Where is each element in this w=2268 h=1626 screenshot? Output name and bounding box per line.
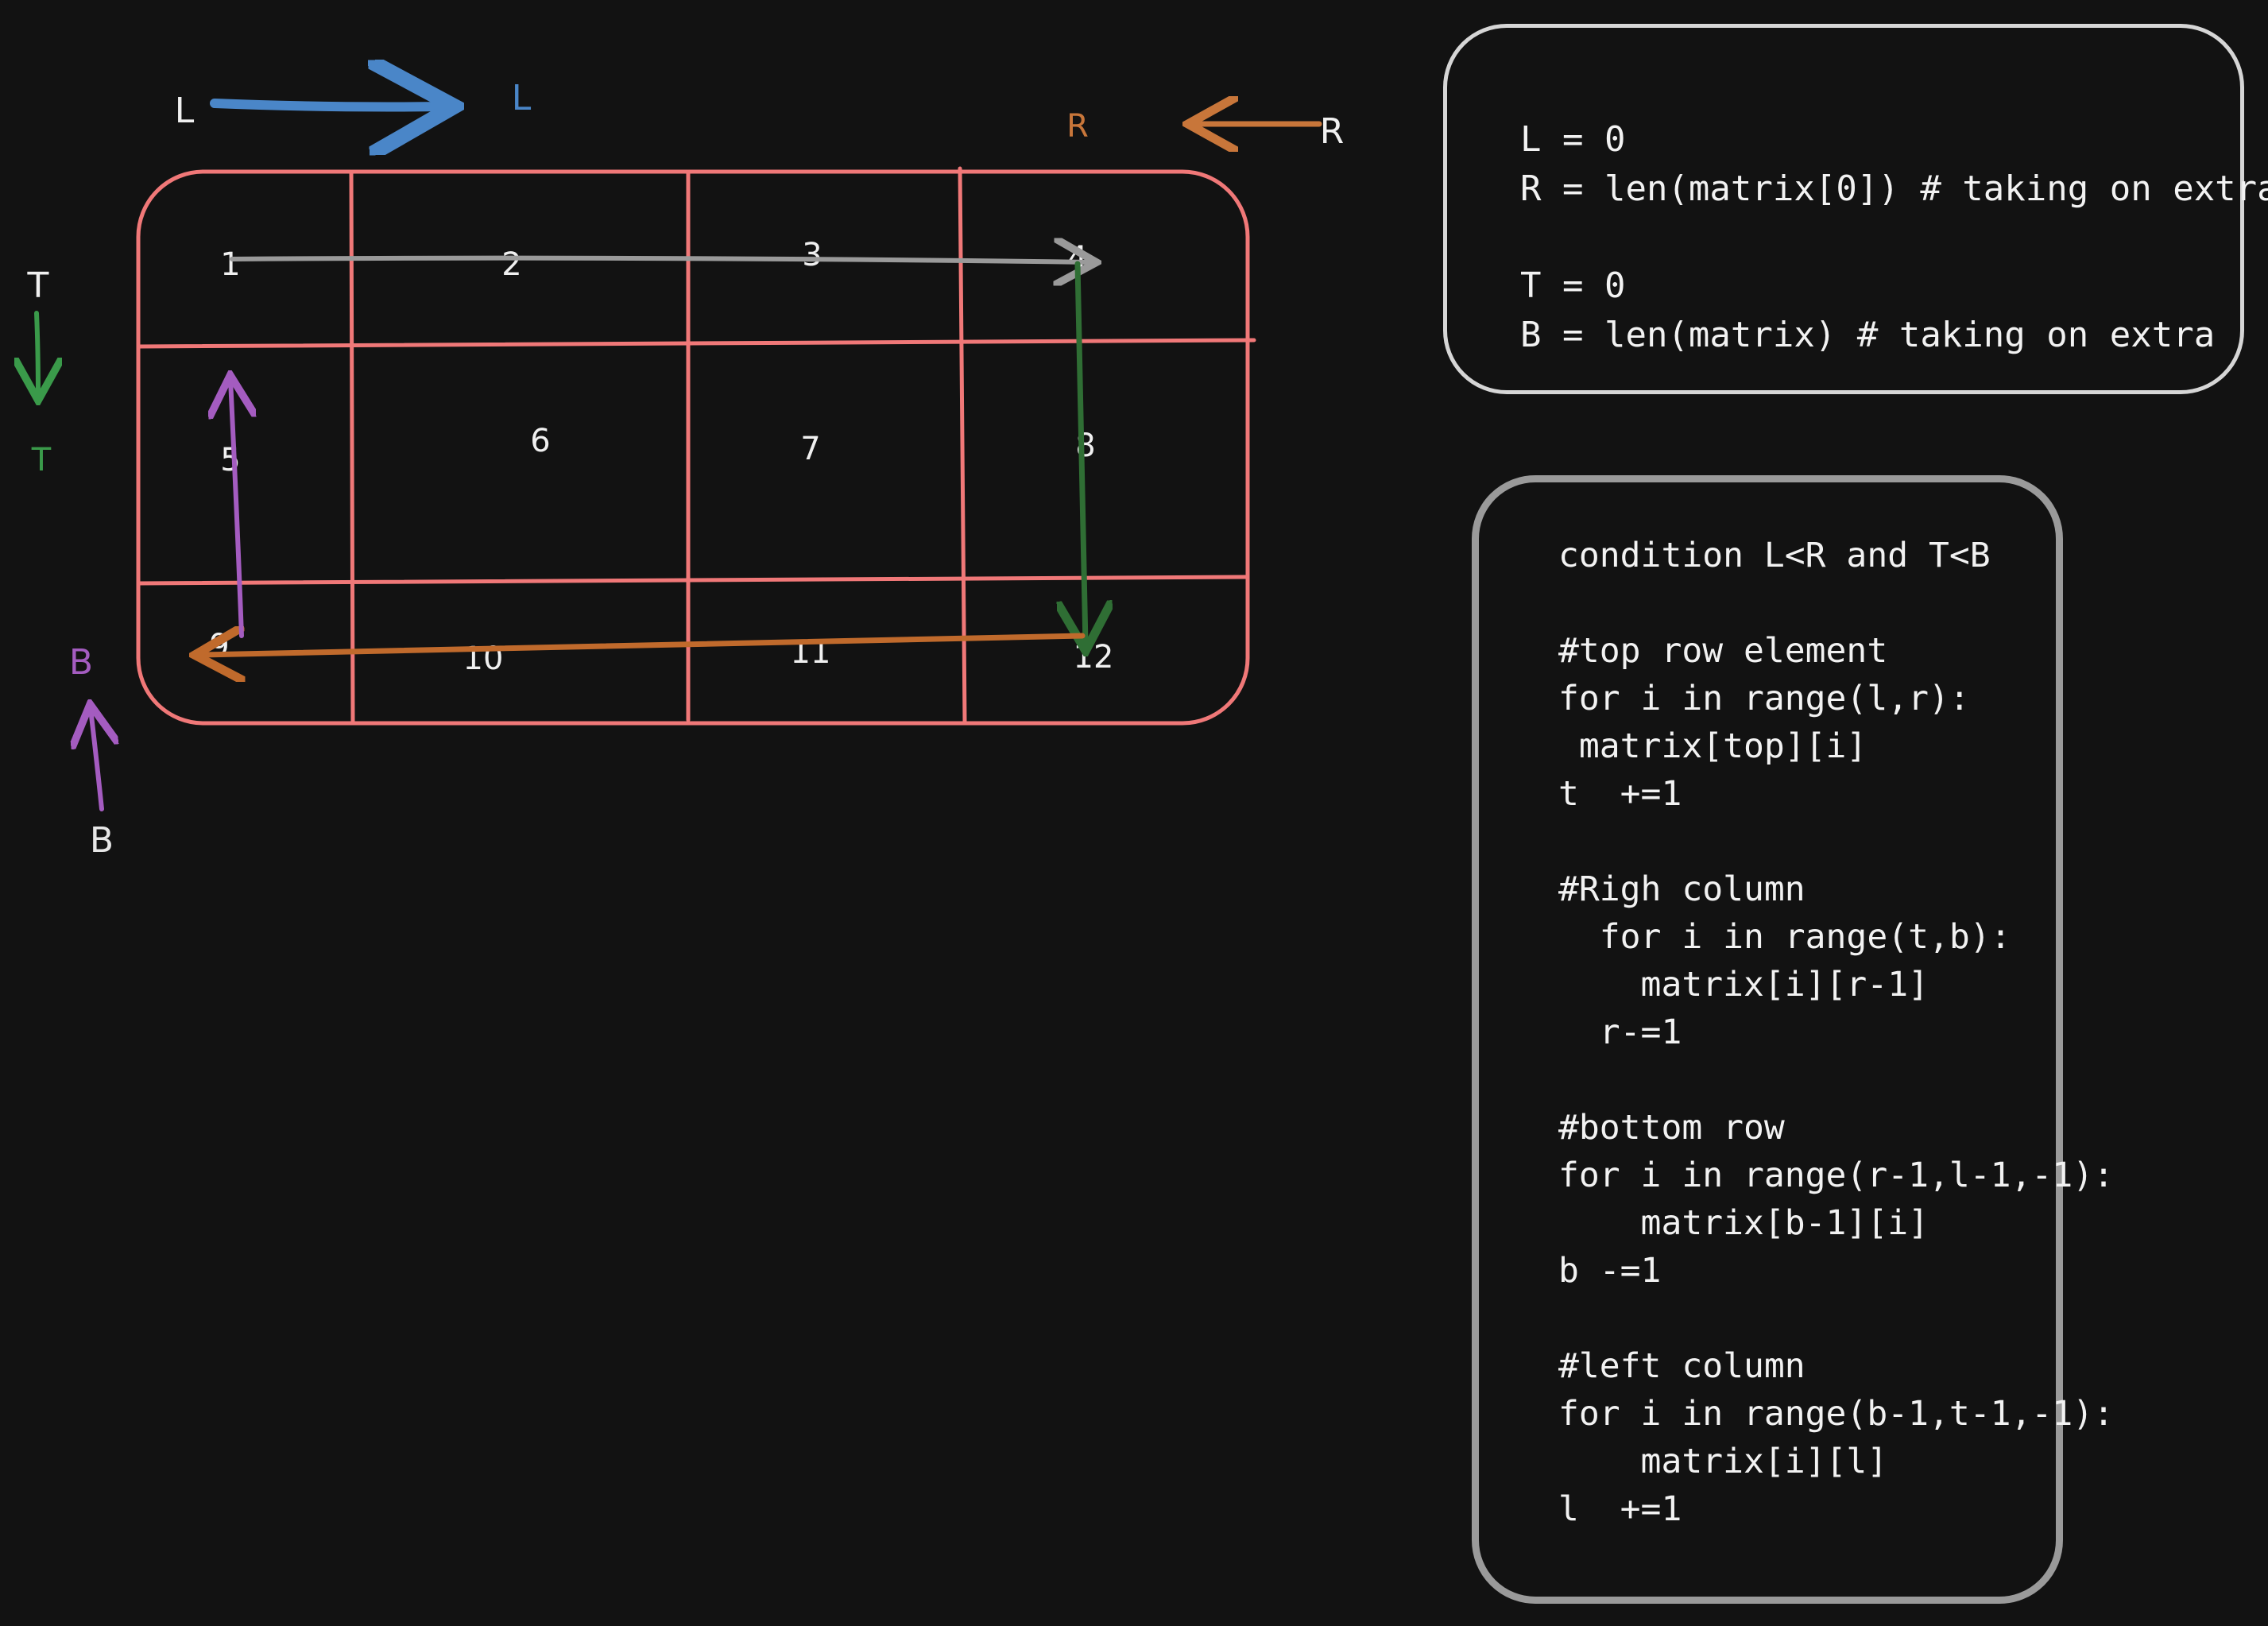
algorithm-note-line: #top row element xyxy=(1558,631,1888,671)
left-pointer: L L xyxy=(175,78,532,131)
algorithm-note-line: #Righ column xyxy=(1558,869,1805,909)
matrix-grid xyxy=(136,166,1256,726)
bottom-row-arrow xyxy=(200,636,1086,655)
grid-line-vertical-1 xyxy=(349,169,355,724)
top-pointer: T T xyxy=(27,265,52,478)
top-row-arrow xyxy=(230,258,1092,262)
algorithm-note-line: b -=1 xyxy=(1558,1251,1662,1291)
left-pointer-start-label: L xyxy=(175,91,195,131)
variables-note-line: B = len(matrix) # taking on extra xyxy=(1520,315,2216,355)
grid-line-horizontal-1 xyxy=(136,338,1256,349)
algorithm-note-line: matrix[b-1][i] xyxy=(1558,1203,1929,1243)
left-column-arrow xyxy=(230,380,242,638)
variables-note-line xyxy=(1520,214,2240,261)
cell-r3-c4: 12 xyxy=(1074,639,1114,676)
cell-r1-c2: 2 xyxy=(501,246,521,283)
bottom-pointer: B B xyxy=(69,642,114,861)
variables-note-line: L = 0 xyxy=(1520,119,1626,160)
grid-line-horizontal-2 xyxy=(136,575,1248,586)
traversal-arrows xyxy=(200,258,1092,655)
right-pointer-end-label: R xyxy=(1066,108,1089,145)
top-pointer-start-label: T xyxy=(27,265,49,306)
algorithm-note-line xyxy=(1558,818,2056,865)
matrix-outline xyxy=(136,169,1250,726)
bottom-pointer-start-label: B xyxy=(90,820,114,861)
algorithm-note-line: t +=1 xyxy=(1558,774,1682,814)
bottom-pointer-arrow xyxy=(91,709,102,811)
variables-note-line: R = len(matrix[0]) # taking on extra xyxy=(1520,168,2268,209)
left-pointer-end-label: L xyxy=(512,78,532,118)
variables-note: L = 0 R = len(matrix[0]) # taking on extr… xyxy=(1443,24,2268,394)
right-pointer: R R xyxy=(1066,108,1344,152)
left-pointer-arrow xyxy=(210,103,445,107)
cell-r1-c3: 3 xyxy=(802,237,822,273)
algorithm-note-line: matrix[i][l] xyxy=(1558,1442,1888,1481)
cell-r2-c2: 6 xyxy=(530,423,550,459)
algorithm-note-line: for i in range(l,r): xyxy=(1558,679,1970,718)
algorithm-note-line: matrix[top][i] xyxy=(1558,726,1867,766)
bottom-pointer-end-label: B xyxy=(69,642,93,683)
algorithm-note: condition L<R and T<B #top row element for… xyxy=(1472,475,2114,1604)
variables-note-line: T = 0 xyxy=(1520,265,1626,306)
algorithm-note-line xyxy=(1558,1295,2056,1342)
cell-r2-c1: 5 xyxy=(220,442,240,478)
algorithm-note-line xyxy=(1558,579,2056,627)
top-pointer-arrow xyxy=(37,311,38,396)
right-column-arrow xyxy=(1078,261,1086,645)
top-pointer-end-label: T xyxy=(31,442,52,478)
algorithm-note-line: #bottom row xyxy=(1558,1108,1785,1148)
algorithm-note-line: for i in range(t,b): xyxy=(1558,917,2011,957)
algorithm-note-line: for i in range(b-1,t-1,-1): xyxy=(1558,1394,2114,1434)
matrix-cells: 1 2 3 4 5 6 7 8 9 10 11 12 xyxy=(209,237,1113,677)
cell-r2-c3: 7 xyxy=(800,431,820,467)
algorithm-note-line: matrix[i][r-1] xyxy=(1558,965,1929,1005)
right-pointer-start-label: R xyxy=(1320,111,1345,152)
algorithm-note-line xyxy=(1558,1056,2056,1104)
algorithm-note-line: #left column xyxy=(1558,1346,1805,1386)
cell-r3-c1: 9 xyxy=(209,628,229,664)
cell-r1-c1: 1 xyxy=(220,246,240,283)
algorithm-note-line: l +=1 xyxy=(1558,1489,1682,1529)
algorithm-note-line: r-=1 xyxy=(1558,1012,1682,1052)
algorithm-note-line: for i in range(r-1,l-1,-1): xyxy=(1558,1156,2114,1195)
algorithm-note-line: condition L<R and T<B xyxy=(1558,536,1991,575)
